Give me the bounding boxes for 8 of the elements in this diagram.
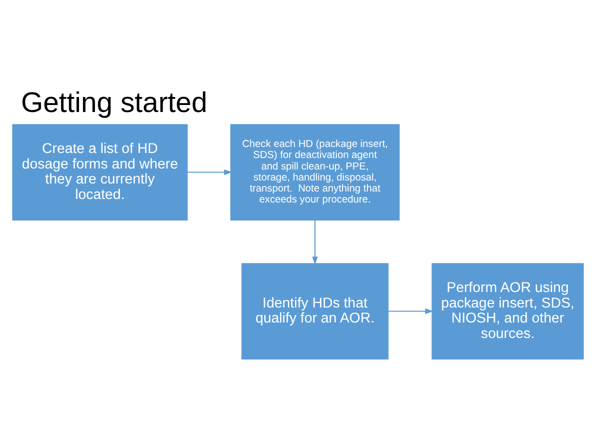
node-box: Perform AOR using package insert, SDS, NIOSH, and other sources. bbox=[432, 263, 584, 360]
node-box: Create a list of HD dosage forms and where they are currently located. bbox=[12, 124, 188, 220]
arrow bbox=[388, 308, 434, 314]
node-box: Check each HD (package insert, SDS) for deactivation agent and spill clean-up, PPE, storage, handling, disposal, transport. Note anything that exceeds your procedure. bbox=[230, 124, 400, 220]
arrow bbox=[187, 169, 232, 176]
node-box: Identify HDs that qualify for an AOR. bbox=[241, 263, 389, 360]
diagram-title: Getting started bbox=[21, 86, 208, 119]
arrow bbox=[312, 220, 318, 265]
